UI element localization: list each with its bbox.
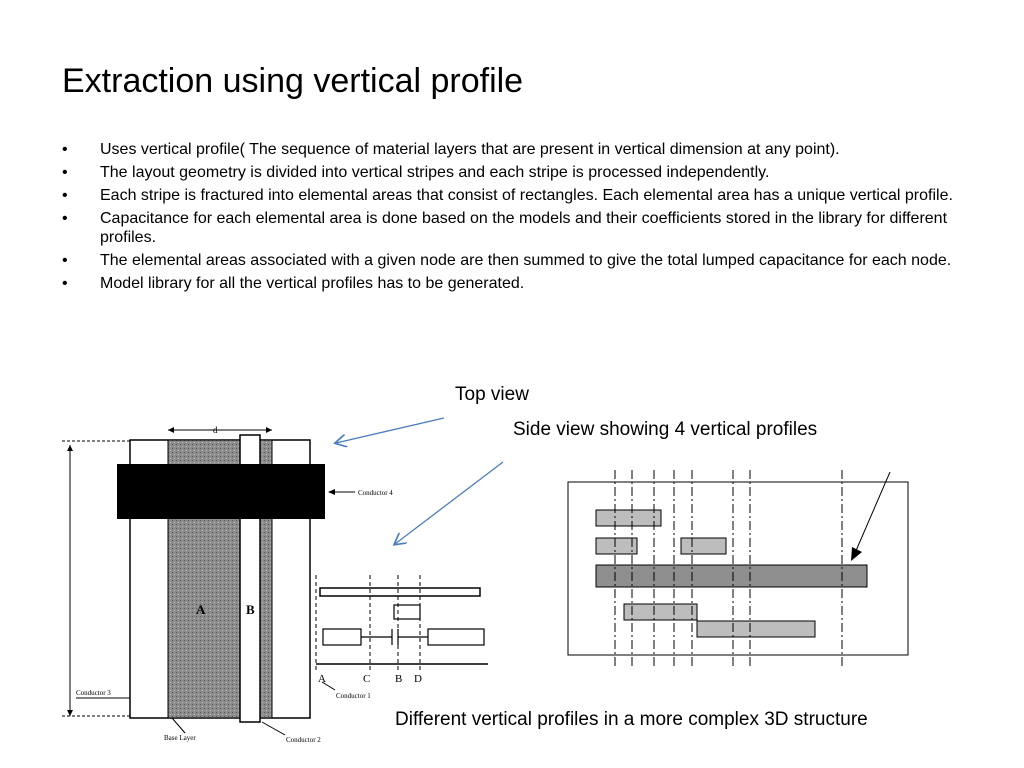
bullet-item: • The layout geometry is divided into ver…	[58, 163, 958, 182]
region-b-label: B	[246, 602, 255, 617]
bullet-text: Each stripe is fractured into elemental …	[100, 187, 953, 204]
side-conductor-1	[427, 628, 485, 646]
layer-rect	[595, 537, 638, 555]
conductor-2-label: Conductor 2	[286, 736, 321, 744]
layer-rect	[623, 603, 698, 621]
layer-rect	[680, 537, 727, 555]
profile-label-d: D	[414, 673, 422, 685]
slide-title: Extraction using vertical profile	[62, 62, 524, 100]
bullet-list: • Uses vertical profile( The sequence of …	[58, 140, 958, 297]
bullet-text: The layout geometry is divided into vert…	[100, 164, 770, 181]
bullet-icon: •	[62, 252, 68, 269]
base-layer-label: Base Layer	[164, 734, 196, 742]
bullet-icon: •	[62, 141, 68, 158]
complex-structure-caption: Different vertical profiles in a more co…	[395, 709, 868, 730]
top-view-arrow	[336, 417, 445, 443]
conductor-1-label: Conductor 1	[336, 692, 371, 700]
top-view-figure: d A B Conductor 4 Conductor 3 Base Layer…	[62, 425, 393, 744]
profile-label-c: C	[363, 673, 370, 685]
bullet-text: The elemental areas associated with a gi…	[100, 252, 952, 269]
complex-structure-figure	[567, 470, 909, 668]
bullet-item: • Uses vertical profile( The sequence of …	[58, 140, 958, 159]
side-view-arrow	[395, 461, 504, 544]
region-a-label: A	[196, 602, 206, 617]
layer-rect	[696, 620, 816, 638]
profile-cut-lines	[614, 470, 843, 668]
side-view-figure: A C B D Conductor 1	[315, 575, 488, 700]
side-conductor-4	[319, 587, 481, 597]
bullet-text: Model library for all the vertical profi…	[100, 275, 525, 292]
bullet-item: • The elemental areas associated with a g…	[58, 251, 958, 270]
bullet-icon: •	[62, 275, 68, 292]
bullet-icon: •	[62, 164, 68, 181]
bullet-text: Uses vertical profile( The sequence of m…	[100, 141, 840, 158]
bullet-text: Capacitance for each elemental area is d…	[100, 210, 948, 246]
profile-label-a: A	[318, 673, 326, 685]
conductor-4-label: Conductor 4	[358, 489, 393, 497]
side-conductor-3	[322, 628, 362, 646]
profile-label-b: B	[395, 673, 402, 685]
complex-pointer-head	[851, 547, 862, 561]
conductor-4-rect	[117, 464, 325, 519]
top-view-caption: Top view	[455, 384, 529, 405]
bullet-icon: •	[62, 210, 68, 227]
bullet-icon: •	[62, 187, 68, 204]
dimension-d-label: d	[213, 425, 218, 435]
layer-rect	[595, 564, 868, 588]
complex-pointer-line	[854, 471, 891, 554]
layer-rect	[595, 509, 662, 527]
bullet-item: • Model library for all the vertical prof…	[58, 274, 958, 293]
conductor-3-label: Conductor 3	[76, 689, 111, 697]
side-view-caption: Side view showing 4 vertical profiles	[513, 419, 818, 440]
bullet-item: • Capacitance for each elemental area is …	[58, 209, 958, 247]
bullet-item: • Each stripe is fractured into elemental…	[58, 186, 958, 205]
